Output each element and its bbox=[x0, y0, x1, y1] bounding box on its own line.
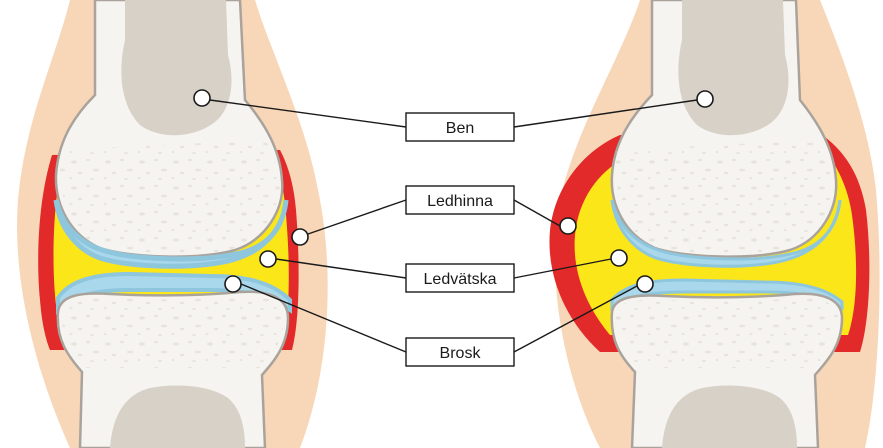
label-membrane-text: Ledhinna bbox=[427, 193, 493, 210]
pin-membrane-right bbox=[560, 218, 576, 234]
pin-cartilage-right bbox=[637, 276, 653, 292]
label-cartilage: Brosk bbox=[406, 338, 514, 366]
label-synovial-fluid: Ledvätska bbox=[406, 264, 514, 292]
right-lower-bone-texture bbox=[616, 298, 838, 368]
pin-cartilage-left bbox=[225, 276, 241, 292]
left-upper-marrow bbox=[121, 0, 231, 135]
leader-membrane-right bbox=[514, 200, 560, 226]
inflamed-joint bbox=[549, 0, 879, 448]
left-lower-bone-texture bbox=[62, 296, 284, 368]
label-cartilage-text: Brosk bbox=[440, 345, 482, 362]
right-upper-bone-texture bbox=[616, 140, 834, 255]
label-fluid-text: Ledvätska bbox=[424, 271, 497, 288]
label-bone-text: Ben bbox=[446, 120, 474, 137]
pin-fluid-right bbox=[611, 250, 627, 266]
pin-bone-left bbox=[194, 90, 210, 106]
pin-fluid-left bbox=[260, 251, 276, 267]
pin-bone-right bbox=[697, 91, 713, 107]
label-bone: Ben bbox=[406, 113, 514, 141]
pin-membrane-left bbox=[292, 229, 308, 245]
healthy-joint bbox=[17, 0, 328, 448]
right-upper-marrow bbox=[678, 0, 788, 135]
left-upper-bone-texture bbox=[60, 140, 280, 255]
label-synovial-membrane: Ledhinna bbox=[406, 186, 514, 214]
